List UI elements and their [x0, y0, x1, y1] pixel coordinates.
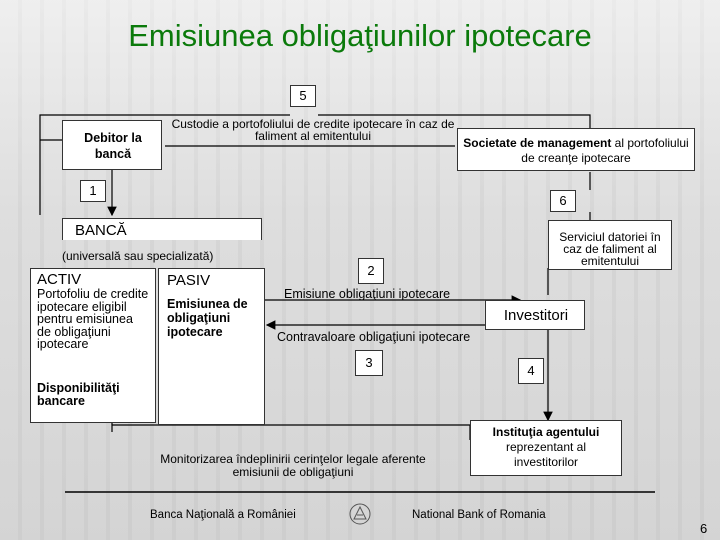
investitori-label: Investitori [503, 307, 569, 324]
societate-label: Societate de management al portofoliului… [462, 136, 690, 166]
step-6-badge: 6 [550, 190, 576, 212]
institutia-bold: Instituţia agentului [492, 425, 600, 439]
debitor-label: Debitor la bancă [84, 131, 142, 161]
institutia-rest: reprezentant al investitorilor [505, 440, 587, 469]
footer-left: Banca Naţională a României [150, 509, 296, 521]
page-number: 6 [700, 521, 708, 536]
societate-rest: al portofoliului de creanţe ipotecare [521, 136, 689, 165]
pasiv-label: PASIV [167, 272, 211, 289]
pasiv-text: Emisiunea de obligaţiuni ipotecare [167, 297, 248, 339]
step-5-badge: 5 [290, 85, 316, 107]
investitori-box: Investitori [485, 300, 585, 330]
monitorizarea-text: Monitorizarea îndeplinirii cerinţelor le… [160, 452, 426, 479]
emisiune-text: Emisiune obligaţiuni ipotecare [284, 287, 451, 301]
activ-text: Portofoliu de credite ipotecare eligibil… [37, 287, 149, 351]
banca-header: BANCĂ [62, 218, 262, 240]
step-1-badge: 1 [80, 180, 106, 202]
slide-title: Emisiunea obligaţiunilor ipotecare [128, 18, 592, 53]
serviciul-text: Serviciul datoriei în caz de faliment al… [559, 230, 661, 268]
pasiv-box: PASIV Emisiunea de obligaţiuni ipotecare [158, 268, 265, 425]
step-3-badge: 3 [355, 350, 383, 376]
disponibilitati-text: Disponibilităţi bancare [37, 381, 120, 408]
activ-box: ACTIV Portofoliu de credite ipotecare el… [30, 268, 156, 423]
footer-right: National Bank of Romania [412, 509, 546, 521]
banca-subtitle: (universală sau specializată) [62, 249, 214, 263]
contravaloare-text: Contravaloare obligaţiuni ipotecare [277, 330, 471, 344]
custodie-text: Custodie a portofoliului de credite ipot… [171, 117, 455, 143]
societate-bold: Societate de management [463, 136, 612, 150]
bnr-logo-icon [348, 502, 372, 526]
serviciul-box: Serviciul datoriei în caz de faliment al… [548, 220, 672, 270]
step-4-badge: 4 [518, 358, 544, 384]
banca-title: BANCĂ [75, 222, 127, 239]
societate-box: Societate de management al portofoliului… [457, 128, 695, 171]
step-2-badge: 2 [358, 258, 384, 284]
activ-label: ACTIV [37, 271, 82, 288]
debitor-box: Debitor la bancă [62, 120, 162, 170]
